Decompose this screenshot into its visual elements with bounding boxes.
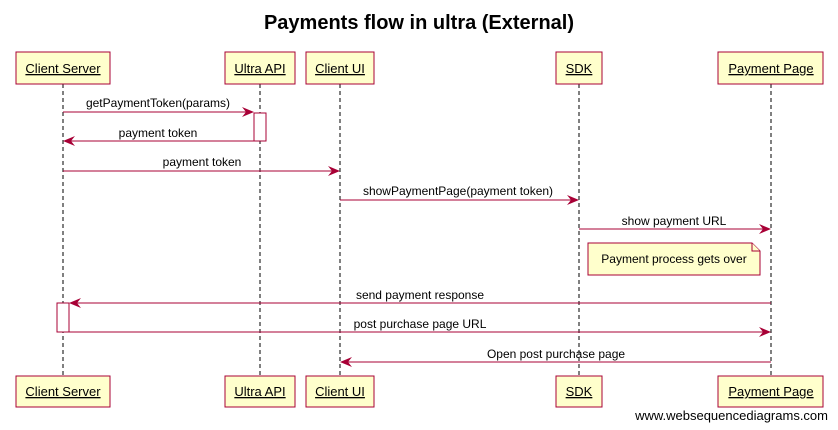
message-send-payment-response: send payment response <box>69 288 771 308</box>
activation-ultra-api <box>253 112 267 142</box>
message-payment-token-to-ui: payment token <box>63 155 340 176</box>
message-label: Open post purchase page <box>487 347 625 361</box>
actor-label: Ultra API <box>234 384 285 399</box>
actor-client-server-top: Client Server <box>15 51 111 85</box>
actor-ultra-api-bottom: Ultra API <box>224 375 296 408</box>
diagram-title: Payments flow in ultra (External) <box>264 12 574 34</box>
actor-client-ui-bottom: Client UI <box>305 375 375 408</box>
actor-sdk-top: SDK <box>555 51 603 85</box>
actor-label: Client Server <box>25 384 101 399</box>
actor-label: Client Server <box>25 61 101 76</box>
activation-client-server <box>56 302 70 333</box>
actor-ultra-api-top: Ultra API <box>224 51 296 85</box>
actor-client-server-bottom: Client Server <box>15 375 111 408</box>
message-open-post-purchase-page: Open post purchase page <box>340 347 771 367</box>
actor-sdk-bottom: SDK <box>555 375 603 408</box>
message-payment-token-return: payment token <box>63 126 254 146</box>
message-label: show payment URL <box>622 214 727 228</box>
actor-label: SDK <box>566 61 593 76</box>
message-get-payment-token: getPaymentToken(params) <box>63 96 254 117</box>
actors-top: Client Server Ultra API Client UI SDK Pa… <box>15 51 824 85</box>
message-show-payment-url: show payment URL <box>579 214 771 234</box>
actor-payment-page-bottom: Payment Page <box>717 375 824 408</box>
actor-payment-page-top: Payment Page <box>717 51 824 85</box>
message-label: getPaymentToken(params) <box>86 96 230 110</box>
message-post-purchase-url: post purchase page URL <box>69 317 771 337</box>
actor-label: SDK <box>566 384 593 399</box>
actors-bottom: Client Server Ultra API Client UI SDK Pa… <box>15 375 824 408</box>
note-payment-process: Payment process gets over <box>587 242 761 276</box>
message-label: send payment response <box>356 288 484 302</box>
message-show-payment-page: showPaymentPage(payment token) <box>340 184 579 205</box>
note-label: Payment process gets over <box>601 252 746 266</box>
actor-label: Client UI <box>315 384 365 399</box>
message-label: payment token <box>163 155 242 169</box>
watermark: www.websequencediagrams.com <box>634 408 828 423</box>
actor-label: Payment Page <box>728 384 813 399</box>
messages: getPaymentToken(params) payment token pa… <box>63 96 771 367</box>
actor-client-ui-top: Client UI <box>305 51 375 85</box>
message-label: showPaymentPage(payment token) <box>363 184 553 198</box>
actor-label: Ultra API <box>234 61 285 76</box>
message-label: payment token <box>119 126 198 140</box>
actor-label: Client UI <box>315 61 365 76</box>
actor-label: Payment Page <box>728 61 813 76</box>
message-label: post purchase page URL <box>354 317 487 331</box>
